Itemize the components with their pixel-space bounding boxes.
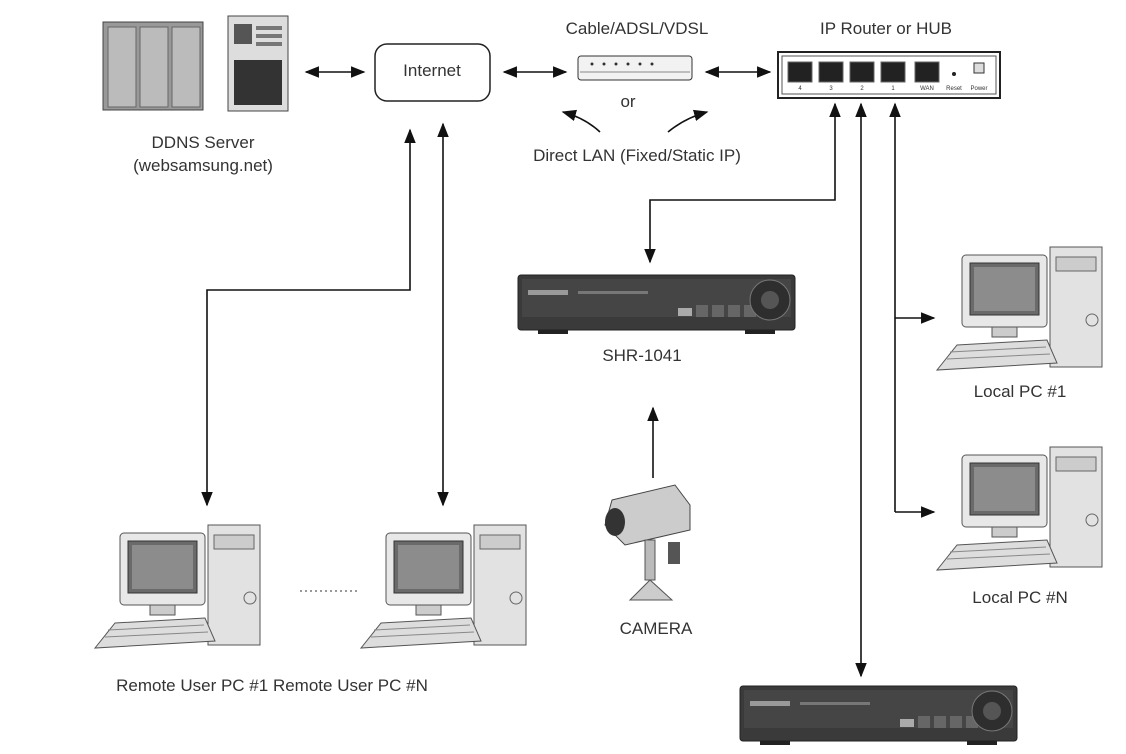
ddns-server-icon (102, 15, 289, 112)
router-port-label: 1 (891, 86, 895, 92)
router-port-label: 4 (798, 86, 802, 92)
router-icon (777, 51, 1001, 99)
direct-lan-arrow-left (561, 109, 601, 133)
internet-label: Internet (403, 61, 461, 80)
direct-lan-arrow-right (667, 109, 709, 133)
local-pc-n-icon (936, 446, 1103, 571)
remote-pc-n-icon (360, 524, 527, 649)
ddns-sublabel: (websamsung.net) (133, 156, 273, 175)
ddns-label: DDNS Server (152, 133, 255, 152)
modem-icon (577, 55, 693, 81)
dvr-label: SHR-1041 (602, 346, 681, 365)
local-pc-n-label: Local PC #N (972, 588, 1067, 607)
router-reset-label: Reset (946, 86, 962, 92)
remote-pc-label: Remote User PC #1 Remote User PC #N (116, 676, 428, 695)
remote-pc-1-icon (94, 524, 261, 649)
internet-box (374, 43, 491, 102)
router-port-label: 2 (860, 86, 864, 92)
local-pc-1-icon (936, 246, 1103, 371)
modem-label: Cable/ADSL/VDSL (566, 19, 709, 38)
router-dvr-link (644, 102, 841, 264)
or-label: or (620, 92, 635, 111)
router-label: IP Router or HUB (820, 19, 952, 38)
camera-label: CAMERA (620, 619, 693, 638)
camera-icon (604, 484, 691, 601)
direct-lan-label: Direct LAN (Fixed/Static IP) (533, 146, 741, 165)
local-pc-1-label: Local PC #1 (974, 382, 1067, 401)
internet-remotepc1-link (201, 128, 416, 507)
dvr-2-icon (739, 685, 1018, 746)
router-port-label: 3 (829, 86, 833, 92)
router-port-label: WAN (920, 86, 934, 92)
dvr-icon (517, 274, 796, 335)
router-power-label: Power (970, 86, 987, 92)
